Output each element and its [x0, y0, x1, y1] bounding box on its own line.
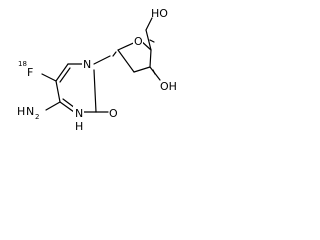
oxo-label: O	[109, 107, 118, 120]
hydroxyl-top-label: HO	[151, 7, 168, 20]
ring-o-label: O	[134, 35, 143, 48]
bond-c5-f	[41, 73, 57, 82]
structure-diagram: 18 F N N H O H N 2 O HO OH	[17, 7, 177, 133]
bond-c3prime-c2prime	[133, 66, 151, 73]
bond-c5prime-o5prime	[145, 17, 153, 31]
bond-c4-n3	[59, 101, 75, 113]
ring-o-label-bg	[133, 34, 143, 46]
pyrimidine-ring	[41, 55, 111, 113]
bond-c6-c5-double	[59, 67, 71, 83]
amine-h-label: H	[17, 105, 25, 118]
bond-c4prime-c3prime	[149, 49, 152, 68]
bond-c5-c4	[55, 80, 61, 103]
bond-c2prime-c1prime	[117, 49, 135, 73]
fluorine-label: F	[27, 66, 33, 79]
hydroxyl-right-label: OH	[160, 80, 177, 93]
amine-subscript-label: 2	[35, 113, 39, 121]
bond-c4-nh2	[45, 101, 61, 111]
stereo-hash	[149, 39, 155, 43]
isotope-label: 18	[18, 60, 27, 68]
n3-label-bg	[73, 106, 84, 130]
stereo-hash	[152, 69, 156, 75]
stereo-hashes	[112, 39, 156, 75]
amine-n-label: N	[26, 105, 34, 118]
n1-label-bg	[82, 57, 92, 70]
n3-h-label: H	[75, 120, 83, 133]
n1-label: N	[83, 58, 91, 71]
n3-label: N	[75, 107, 83, 120]
atom-labels: 18 F N N H O H N 2 O HO OH	[17, 7, 177, 133]
bond-c2-n1	[93, 69, 97, 113]
bond-c6-c5	[55, 63, 69, 82]
bond-n1-c1prime	[93, 55, 111, 65]
stereo-hash	[112, 51, 117, 57]
bond-c4prime-c5prime	[145, 29, 152, 51]
